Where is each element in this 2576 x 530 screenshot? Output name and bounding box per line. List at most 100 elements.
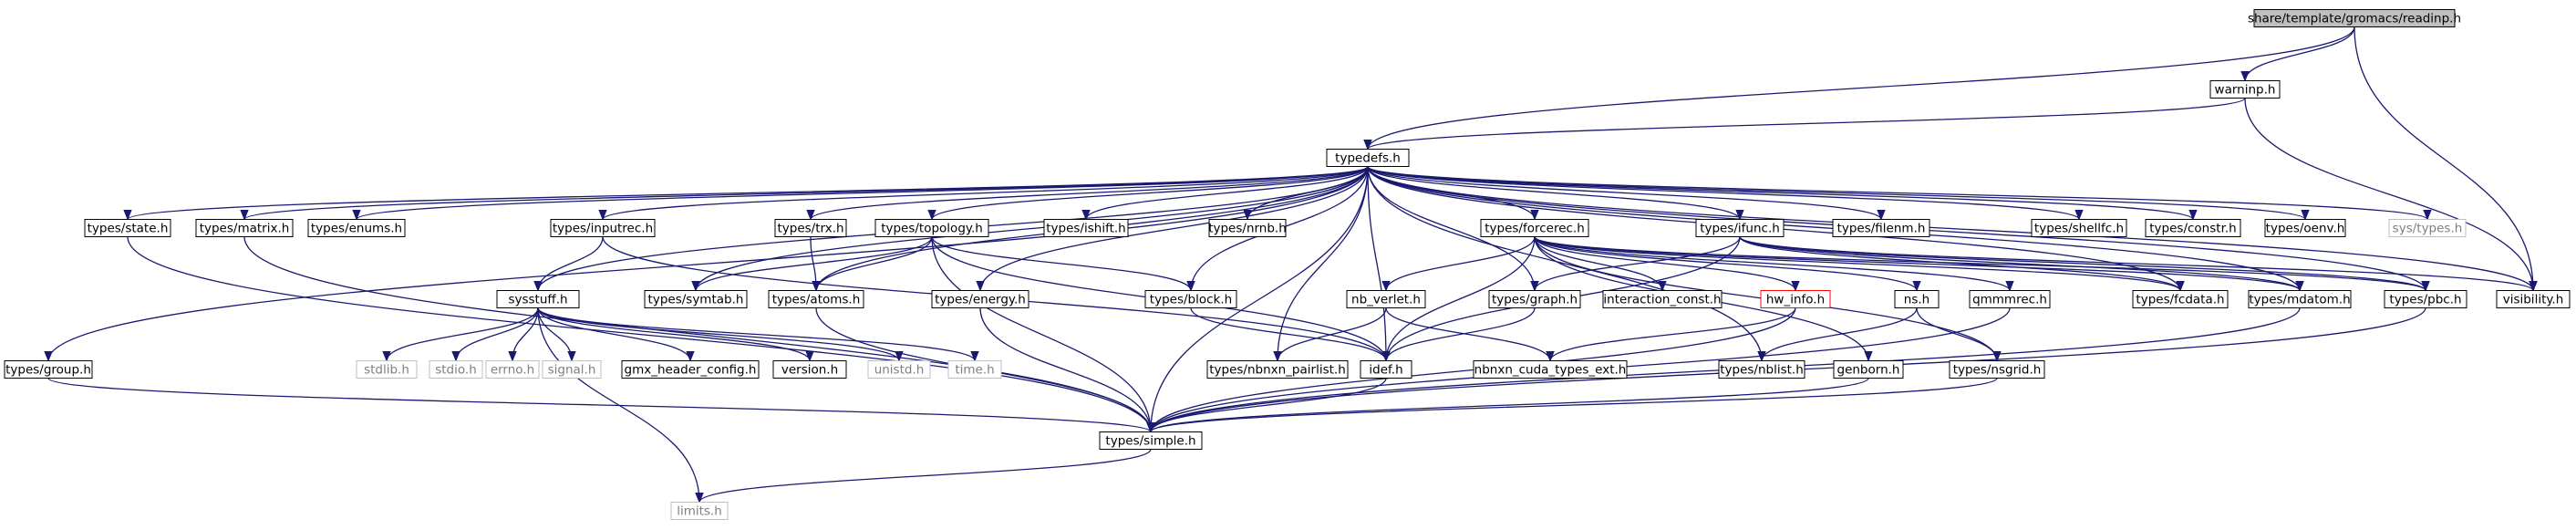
node-box-graph (1488, 290, 1581, 308)
node-systypes: sys/types.h (2388, 219, 2467, 237)
edge-topology-to-block (931, 236, 1195, 292)
node-box-nbnxncuda (1473, 360, 1628, 379)
node-label-shellfc: types/shellfc.h (2034, 222, 2124, 236)
edge-nbverlet-to-nbnxnpair (1273, 307, 1387, 362)
node-hwinfo[interactable]: hw_info.h (1760, 290, 1831, 308)
edge-sysstuff-to-stdio (451, 307, 539, 362)
edge-topology-to-simple (931, 236, 1155, 433)
edge-sysstuff-to-stdlib (382, 307, 539, 362)
node-topology[interactable]: types/topology.h (874, 219, 989, 237)
node-enums[interactable]: types/enums.h (307, 219, 406, 237)
node-ishift[interactable]: types/ishift.h (1043, 219, 1129, 237)
node-warninp[interactable]: warninp.h (2209, 80, 2281, 99)
node-box-block (1144, 290, 1237, 308)
node-matrix[interactable]: types/matrix.h (195, 219, 294, 237)
node-box-forcerec (1480, 219, 1589, 237)
node-label-nbnxncuda: nbnxn_cuda_types_ext.h (1474, 363, 1627, 378)
node-filenm[interactable]: types/filenm.h (1832, 219, 1930, 237)
node-ns[interactable]: ns.h (1894, 290, 1940, 308)
node-oenv[interactable]: types/oenv.h (2264, 219, 2346, 237)
node-label-ns: ns.h (1904, 293, 1929, 307)
edge-hwinfo-to-nbnxncuda (1546, 307, 1796, 362)
node-atoms[interactable]: types/atoms.h (768, 290, 864, 308)
node-nsgrid[interactable]: types/nsgrid.h (1949, 360, 2045, 379)
edge-state-to-simple (127, 236, 1155, 433)
node-box-unistd (867, 360, 931, 379)
node-label-symtab: types/symtab.h (648, 293, 744, 307)
edge-forcerec-to-pbc (1534, 235, 2430, 292)
edge-ns-to-nblist (1757, 307, 1918, 362)
node-symtab[interactable]: types/symtab.h (644, 290, 748, 308)
edge-typedefs-to-group (44, 166, 1369, 362)
node-box-typedefs (1326, 149, 1410, 167)
node-mdatom[interactable]: types/mdatom.h (2248, 290, 2352, 308)
node-typedefs[interactable]: typedefs.h (1326, 149, 1410, 167)
node-gmxheader[interactable]: gmx_header_config.h (621, 360, 760, 379)
node-pbc[interactable]: types/pbc.h (2384, 290, 2467, 308)
edge-ifunc-to-graph (1530, 236, 1741, 292)
edge-typedefs-to-topology (927, 166, 1369, 221)
node-block[interactable]: types/block.h (1144, 290, 1237, 308)
node-sysstuff[interactable]: sysstuff.h (496, 290, 580, 308)
node-constr[interactable]: types/constr.h (2145, 219, 2241, 237)
node-box-visibility (2496, 290, 2571, 308)
node-box-signal (542, 360, 602, 379)
edge-typedefs-to-idef (1367, 166, 1391, 362)
node-shellfc[interactable]: types/shellfc.h (2031, 219, 2127, 237)
node-time: time.h (947, 360, 1002, 379)
edge-idef-to-simple (1146, 378, 1387, 433)
node-readinp[interactable]: share/template/gromacs/readinp.h (2248, 9, 2461, 27)
node-nblist[interactable]: types/nblist.h (1718, 360, 1805, 379)
node-interaction[interactable]: interaction_const.h (1602, 290, 1723, 308)
node-label-visibility: visibility.h (2503, 293, 2564, 307)
edge-typedefs-to-filenm (1367, 165, 1886, 221)
node-label-stdlib: stdlib.h (364, 363, 409, 378)
node-box-nblist (1718, 360, 1805, 379)
node-label-fcdata: types/fcdata.h (2136, 293, 2224, 307)
edge-typedefs-to-graph (1367, 166, 1539, 292)
node-graph[interactable]: types/graph.h (1488, 290, 1581, 308)
node-box-gmxheader (621, 360, 760, 379)
node-box-stdlib (356, 360, 418, 379)
node-label-nsgrid: types/nsgrid.h (1953, 363, 2042, 378)
node-forcerec[interactable]: types/forcerec.h (1480, 219, 1589, 237)
node-qmmmrec[interactable]: qmmmrec.h (1969, 290, 2051, 308)
node-layer: share/template/gromacs/readinp.h warninp.… (4, 9, 2571, 520)
edge-typedefs-to-symtab (691, 166, 1369, 292)
edge-typedefs-to-trx (806, 165, 1369, 221)
node-nrnb[interactable]: types/nrnb.h (1208, 219, 1287, 237)
node-simple[interactable]: types/simple.h (1099, 431, 1203, 450)
node-energy[interactable]: types/energy.h (931, 290, 1029, 308)
node-visibility[interactable]: visibility.h (2496, 290, 2571, 308)
edge-ns-to-nsgrid (1916, 307, 2002, 362)
node-label-nrnb: types/nrnb.h (1208, 222, 1287, 236)
node-signal: signal.h (542, 360, 602, 379)
node-trx[interactable]: types/trx.h (774, 219, 847, 237)
node-fcdata[interactable]: types/fcdata.h (2132, 290, 2229, 308)
node-nbverlet[interactable]: nb_verlet.h (1346, 290, 1426, 308)
node-label-genborn: genborn.h (1837, 363, 1900, 378)
node-label-forcerec: types/forcerec.h (1485, 222, 1585, 236)
node-box-readinp (2253, 9, 2456, 27)
edge-forcerec-to-mdatom (1534, 235, 2304, 292)
node-version[interactable]: version.h (772, 360, 847, 379)
node-nbnxnpair[interactable]: types/nbnxn_pairlist.h (1206, 360, 1349, 379)
node-ifunc[interactable]: types/ifunc.h (1695, 219, 1785, 237)
node-label-version: version.h (781, 363, 838, 378)
node-group[interactable]: types/group.h (4, 360, 93, 379)
node-label-limits: limits.h (677, 504, 722, 519)
node-state[interactable]: types/state.h (84, 219, 171, 237)
node-limits: limits.h (670, 502, 729, 520)
node-label-idef: idef.h (1369, 363, 1402, 378)
node-genborn[interactable]: genborn.h (1833, 360, 1904, 379)
node-nbnxncuda[interactable]: nbnxn_cuda_types_ext.h (1473, 360, 1628, 379)
edge-nsgrid-to-simple (1146, 377, 1998, 433)
node-box-systypes (2388, 219, 2467, 237)
edge-typedefs-to-systypes (1367, 165, 2432, 221)
node-idef[interactable]: idef.h (1360, 360, 1412, 379)
node-box-trx (774, 219, 847, 237)
node-inputrec[interactable]: types/inputrec.h (550, 219, 656, 237)
node-label-constr: types/constr.h (2149, 222, 2236, 236)
node-label-simple: types/simple.h (1105, 434, 1195, 449)
node-box-stdio (429, 360, 483, 379)
